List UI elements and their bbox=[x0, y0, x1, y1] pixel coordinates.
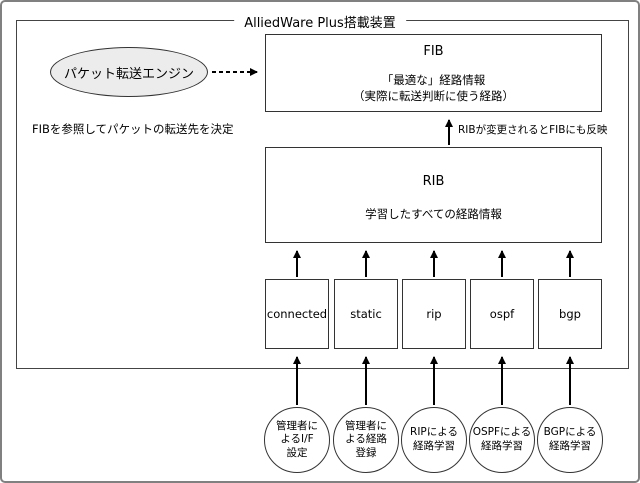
fib-reference-note: FIBを参照してパケットの転送先を決定 bbox=[32, 122, 234, 136]
rib-description: 学習したすべての経路情報 bbox=[365, 207, 502, 221]
source-circle-static: 管理者に よる経路 登録 bbox=[333, 407, 399, 473]
protocol-box-connected: connected bbox=[265, 279, 329, 349]
protocol-box-ospf: ospf bbox=[470, 279, 534, 349]
rib-title: RIB bbox=[422, 174, 445, 189]
protocol-label-static: static bbox=[350, 307, 382, 321]
protocol-box-static: static bbox=[334, 279, 398, 349]
source-circle-bgp: BGPによる 経路学習 bbox=[537, 407, 603, 473]
source-label-ospf: OSPFによる 経路学習 bbox=[472, 426, 532, 452]
packet-forwarding-engine-ellipse: パケット転送エンジン bbox=[50, 47, 208, 97]
protocol-box-rip: rip bbox=[402, 279, 466, 349]
source-label-connected: 管理者に よるI/F 設定 bbox=[276, 419, 318, 459]
source-circle-ospf: OSPFによる 経路学習 bbox=[469, 407, 535, 473]
fib-description: 「最適な」経路情報 （実際に転送判断に使う経路） bbox=[353, 73, 514, 104]
rib-to-fib-note: RIBが変更されるとFIBにも反映 bbox=[458, 124, 608, 136]
source-label-bgp: BGPによる 経路学習 bbox=[543, 426, 597, 452]
device-title: AlliedWare Plus搭載装置 bbox=[234, 12, 406, 31]
packet-forwarding-engine-label: パケット転送エンジン bbox=[63, 66, 194, 82]
fib-title: FIB bbox=[423, 44, 444, 59]
protocol-box-bgp: bgp bbox=[538, 279, 602, 349]
source-circle-rip: RIPによる 経路学習 bbox=[401, 407, 467, 473]
fib-box: FIB 「最適な」経路情報 （実際に転送判断に使う経路） bbox=[265, 34, 602, 112]
source-label-rip: RIPによる 経路学習 bbox=[410, 426, 458, 452]
source-circle-connected: 管理者に よるI/F 設定 bbox=[264, 407, 330, 473]
protocol-label-rip: rip bbox=[426, 307, 442, 321]
protocol-label-ospf: ospf bbox=[489, 307, 515, 321]
rib-box: RIB 学習したすべての経路情報 bbox=[265, 147, 602, 243]
protocol-label-connected: connected bbox=[266, 307, 328, 321]
protocol-label-bgp: bgp bbox=[559, 307, 581, 321]
source-label-static: 管理者に よる経路 登録 bbox=[345, 419, 387, 459]
